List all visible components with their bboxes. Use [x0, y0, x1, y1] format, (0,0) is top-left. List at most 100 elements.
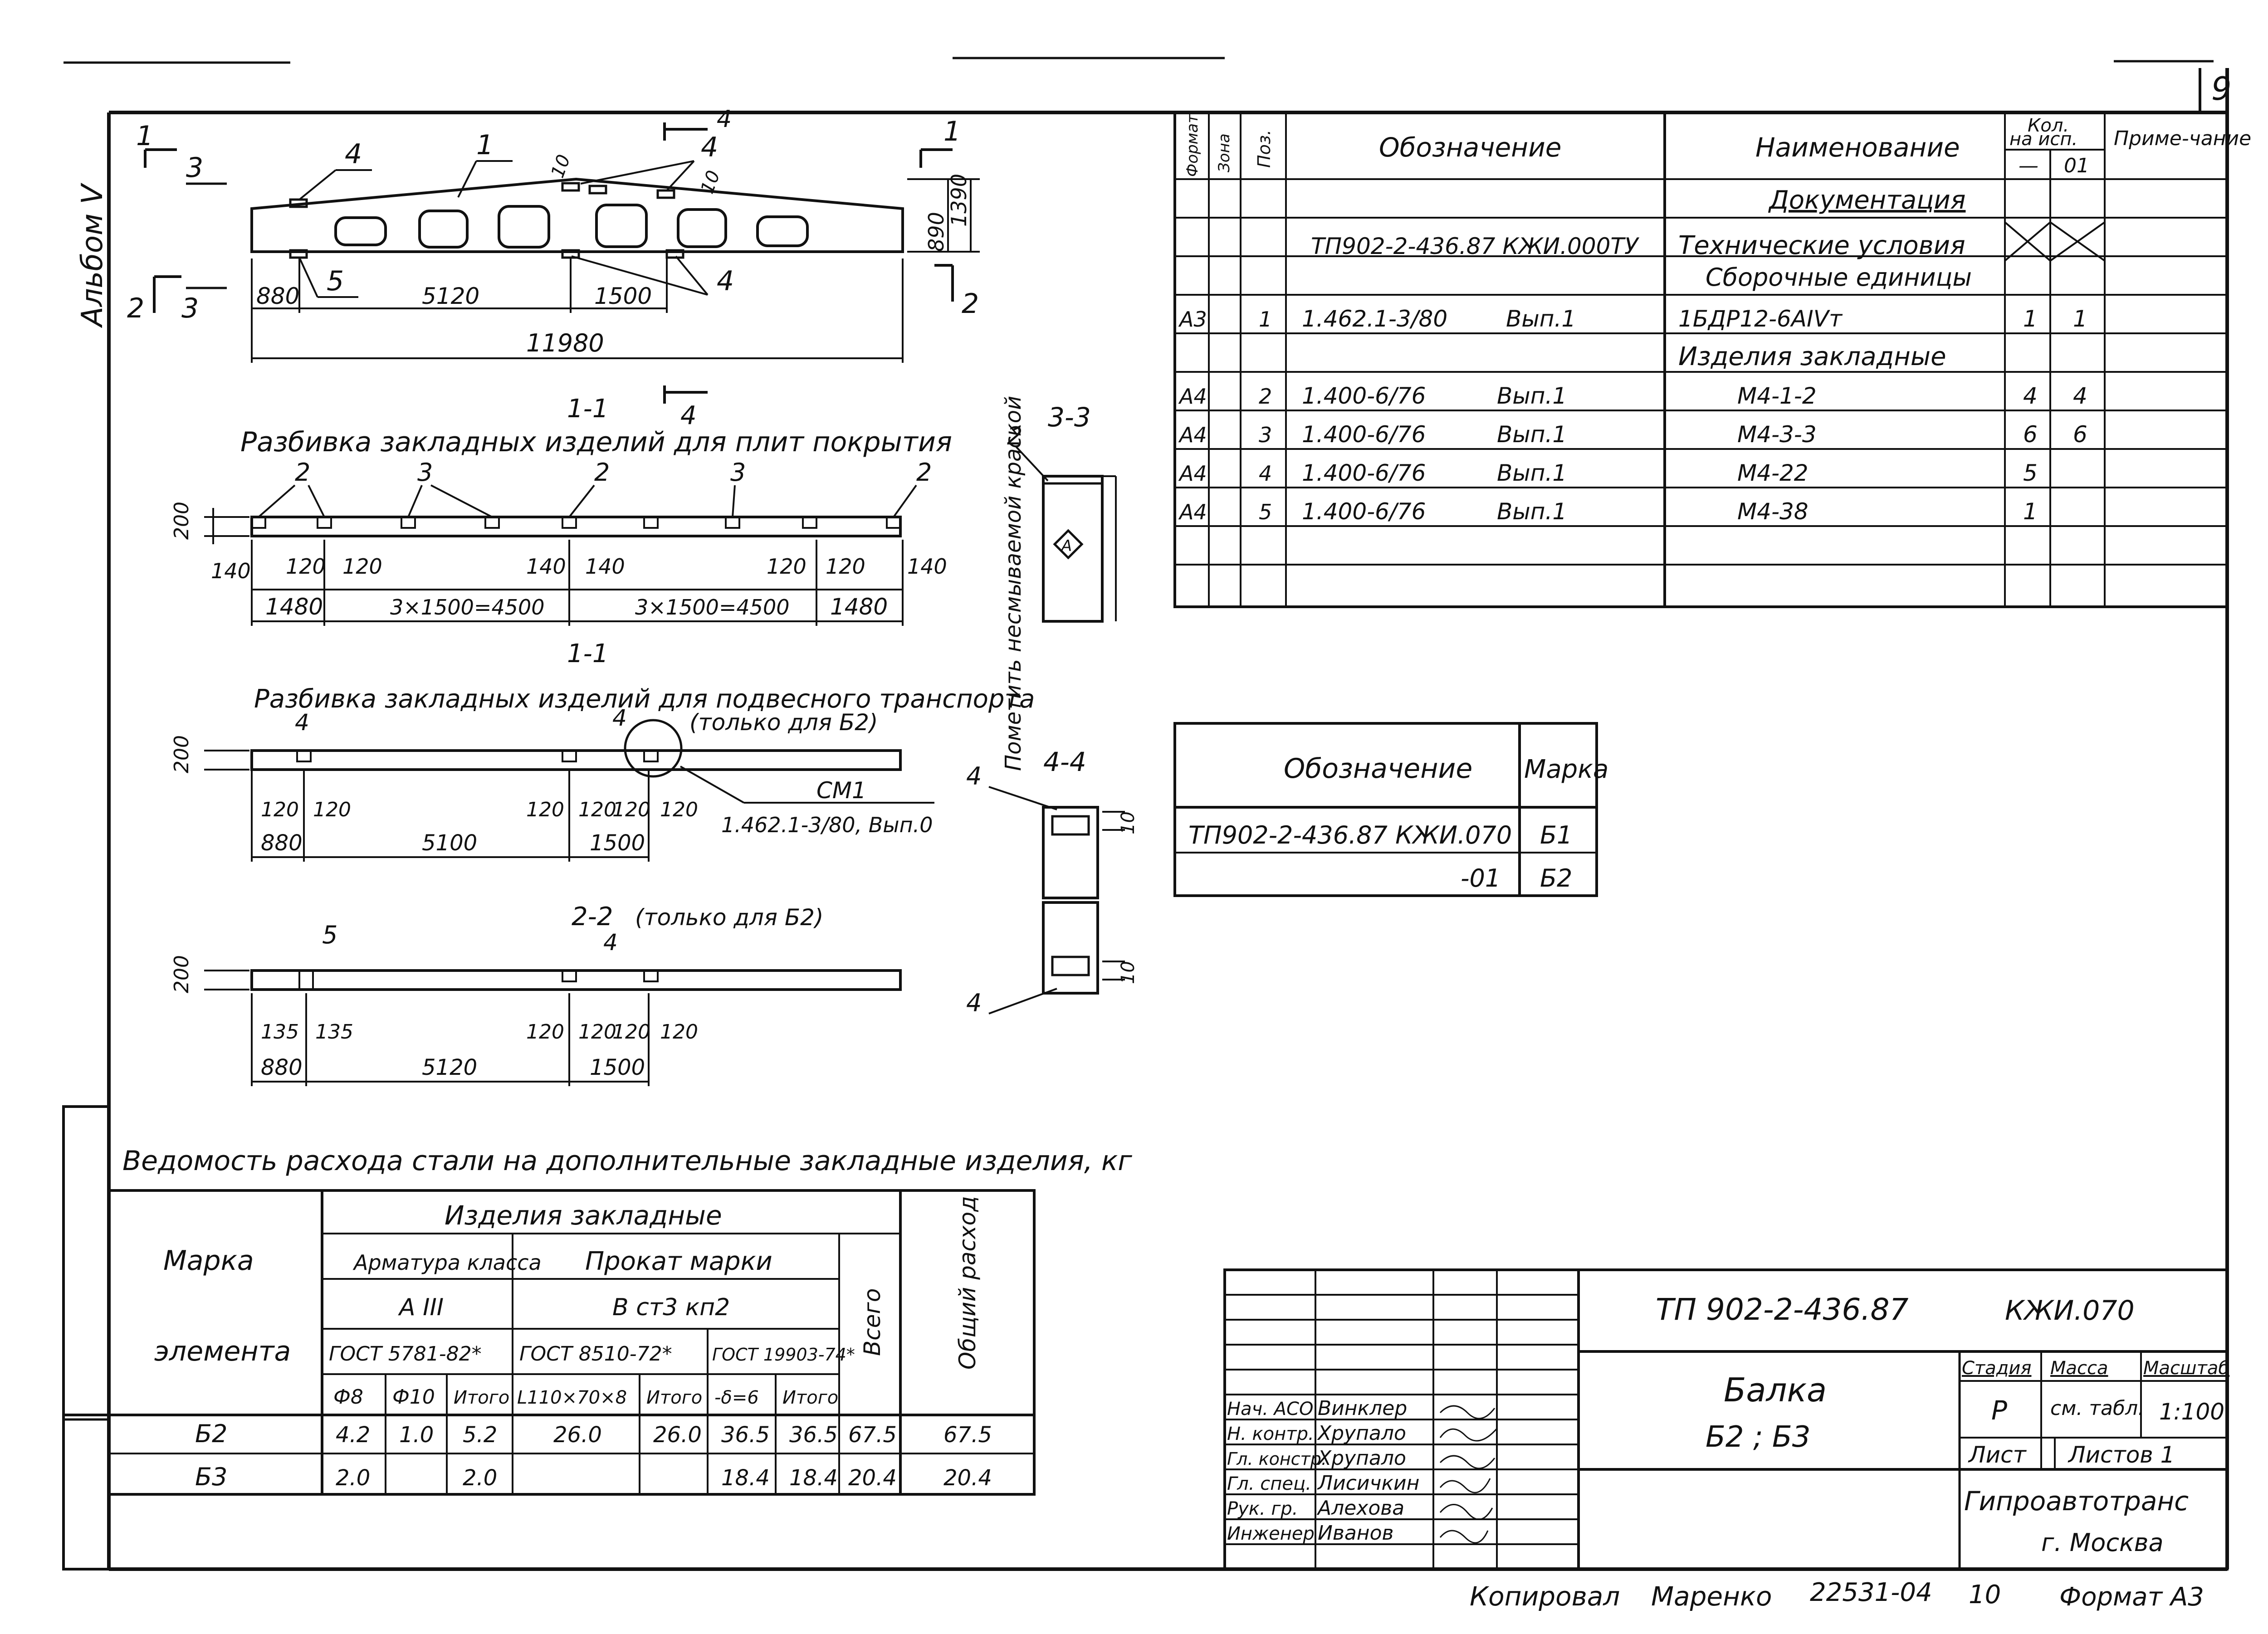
steel-header-gost1: ГОСТ 5781-82* — [329, 1342, 482, 1366]
layout3-dim-120-d: 120 — [660, 1020, 698, 1044]
steel-row0-v1: 1.0 — [399, 1422, 434, 1448]
layout1-dim-4500-a: 3×1500=4500 — [390, 595, 545, 619]
section-mark-3-bottom: 3 — [181, 293, 199, 324]
section-4-4: 4-4 4 4 10 10 — [966, 746, 1139, 1017]
layout3-dim-120-a: 120 — [526, 1020, 564, 1044]
tb-sheets-label: Листов 1 — [2068, 1442, 2175, 1468]
steel-table-title: Ведомость расхода стали на дополнительны… — [122, 1145, 1132, 1177]
layout1-dim-1480-b: 1480 — [830, 594, 888, 620]
dim-1500: 1500 — [594, 283, 652, 309]
tb-doc: КЖИ.070 — [2005, 1295, 2135, 1327]
steel-header-c1: Ф8 — [333, 1385, 363, 1409]
tb-org: Гипроавтотранс — [1964, 1486, 2189, 1517]
steel-header-c3: Итого — [454, 1387, 509, 1408]
tb-sheet-label: Лист — [1968, 1442, 2027, 1468]
steel-header-c4: L110×70×8 — [517, 1387, 627, 1408]
section-3-3: 3-3 2 А Пометить несмываемой краской — [1001, 396, 1117, 771]
mark-row1-mark: Б2 — [1540, 864, 1572, 893]
tb-role-0: Нач. АСО — [1227, 1399, 1313, 1419]
section-4-4-callout-bottom: 4 — [966, 989, 982, 1017]
layout1-dim-120-a: 120 — [286, 554, 326, 579]
spec-row8-format: А4 — [1178, 500, 1207, 524]
section-mark-2-left: 2 — [127, 293, 144, 324]
layout1-title: Разбивка закладных изделий для плит покр… — [240, 426, 952, 458]
mark-header-designation: Обозначение — [1284, 753, 1472, 785]
tb-name: Балка — [1724, 1371, 1827, 1409]
spec-row7-designation: 1.400-6/76 — [1302, 460, 1426, 486]
layout2-callout-4b: 4 — [612, 705, 627, 731]
steel-row0-v7: 67.5 — [848, 1422, 897, 1448]
layout2-dim-120-b: 120 — [313, 798, 351, 821]
steel-row1-v5: 18.4 — [721, 1465, 770, 1491]
spec-row8-name: М4-38 — [1737, 498, 1809, 525]
spec-row5-pos: 2 — [1259, 384, 1272, 409]
tb-person-4: Алехова — [1316, 1497, 1404, 1520]
mark-header-mark: Марка — [1524, 755, 1608, 784]
spec-row3-name: 1БДР12-6АIVт — [1678, 306, 1843, 332]
spec-row7-pos: 4 — [1259, 461, 1272, 486]
paint-note: Пометить несмываемой краской — [1001, 396, 1026, 771]
spec-row0-name: Документация — [1768, 185, 1965, 215]
spec-row6-pos: 3 — [1259, 423, 1272, 447]
spec-table: Формат Зона Поз. Обозначение Наименовани… — [1173, 111, 2251, 608]
sheet-number: 9 — [2211, 70, 2232, 107]
tb-role-1: Н. контр. — [1227, 1424, 1314, 1444]
callout-1: 1 — [476, 129, 494, 161]
spec-row5-vyp: Вып.1 — [1497, 383, 1567, 409]
section-2-2: 2-2 — [572, 902, 613, 932]
steel-header-element: элемента — [154, 1336, 291, 1367]
spec-header-format: Формат — [1183, 114, 1202, 177]
spec-row8-q1: 1 — [2023, 498, 2038, 525]
spec-row3-format: А3 — [1178, 307, 1207, 332]
spec-header-note: Приме-чание — [2114, 127, 2251, 150]
steel-row0-v8: 67.5 — [943, 1422, 992, 1448]
footer-copier: Маренко — [1651, 1581, 1772, 1612]
dim-5120: 5120 — [422, 283, 479, 309]
spec-row3-vyp: Вып.1 — [1506, 306, 1576, 332]
section-4-4-dim-top: 10 — [1118, 811, 1139, 834]
album-label: Альбом V — [76, 182, 109, 328]
footer-sheet: 10 — [1969, 1580, 2001, 1610]
steel-header-armature: Арматура класса — [352, 1250, 542, 1275]
steel-header-steel: В ст3 кп2 — [612, 1294, 730, 1321]
layout3-callout-4: 4 — [603, 929, 618, 956]
layout1-dim-120-b: 120 — [342, 554, 382, 579]
spec-row6-q2: 6 — [2073, 421, 2087, 448]
footer-copied: Копировал — [1470, 1581, 1620, 1612]
section-1-1-b: 1-1 — [567, 639, 608, 668]
dim-10-left: 10 — [547, 152, 575, 181]
tb-person-0: Винклер — [1318, 1397, 1407, 1420]
tb-person-3: Лисичкин — [1317, 1472, 1419, 1495]
section-3-3-callout: 2 — [1007, 422, 1022, 450]
tb-mass: см. табл. — [2050, 1397, 2144, 1420]
layout2-dim-5100: 5100 — [422, 830, 477, 856]
spec-row5-name: М4-1-2 — [1737, 383, 1817, 409]
mark-row0-designation: ТП902-2-436.87 КЖИ.070 — [1188, 821, 1512, 849]
layout3-dim-135-a: 135 — [261, 1020, 299, 1044]
layout2-dim-120-e: 120 — [612, 798, 650, 821]
section-mark-3-top: 3 — [186, 152, 203, 184]
tb-marks: Б2 ; Б3 — [1706, 1420, 1811, 1454]
layout1-callout-2a: 2 — [295, 458, 310, 487]
steel-header-gost3: ГОСТ 19903-74* — [712, 1345, 855, 1365]
tb-person-1: Хрупало — [1317, 1422, 1406, 1445]
dim-11980: 11980 — [526, 329, 604, 357]
spec-header-qty-col1: — — [2019, 154, 2038, 177]
steel-row0-v2: 5.2 — [463, 1422, 497, 1448]
spec-row7-vyp: Вып.1 — [1497, 460, 1567, 486]
section-mark-4b: 4 — [680, 401, 697, 430]
spec-row6-format: А4 — [1178, 423, 1207, 447]
layout1-dim-200: 200 — [170, 502, 193, 540]
mark-a: А — [1061, 537, 1072, 555]
steel-row1-v2: 2.0 — [463, 1465, 497, 1491]
section-mark-1-right: 1 — [943, 116, 961, 147]
section-1-1-a: 1-1 — [567, 394, 608, 424]
section-4-4-label: 4-4 — [1043, 746, 1086, 777]
dim-1390: 1390 — [947, 174, 971, 227]
layout3-dim-5120: 5120 — [422, 1055, 477, 1080]
spec-row3-q1: 1 — [2023, 306, 2038, 332]
callout-5: 5 — [327, 265, 344, 297]
tb-code: ТП 902-2-436.87 — [1656, 1292, 1908, 1327]
layout3-dim-135-b: 135 — [315, 1020, 353, 1044]
steel-row1-v6: 18.4 — [789, 1465, 838, 1491]
